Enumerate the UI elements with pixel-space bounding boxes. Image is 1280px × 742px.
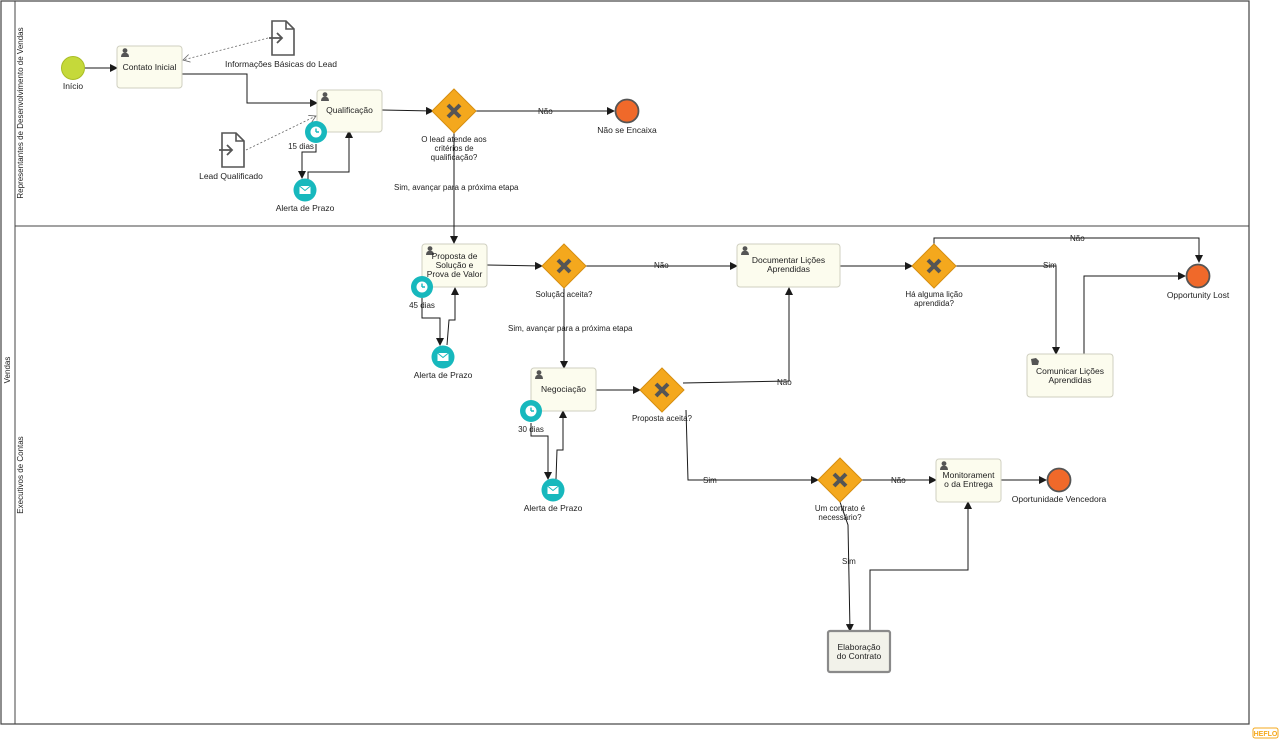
- task-label-line-1: Documentar Lições: [752, 255, 825, 265]
- message-label: Alerta de Prazo: [524, 503, 583, 513]
- gateway-label: Solução aceita?: [536, 290, 593, 299]
- gateway-label-line-1: O lead atende aos: [421, 135, 486, 144]
- end-event-nao-encaixa-label: Não se Encaixa: [597, 125, 657, 135]
- envelope-icon: [547, 485, 559, 494]
- task-label-line-3: Prova de Valor: [427, 269, 483, 279]
- end-event-oportunidade-vencedora[interactable]: [1046, 467, 1072, 493]
- subprocess-elaboracao-contrato[interactable]: Elaboração do Contrato: [826, 629, 892, 674]
- task-label-line-1: Elaboração: [837, 642, 880, 652]
- data-object-lead-qualificado[interactable]: [218, 132, 245, 168]
- document-input-icon: [218, 132, 245, 168]
- task-label-line-1: Proposta de: [432, 251, 478, 261]
- data-object-label: Informações Básicas do Lead: [225, 59, 337, 69]
- message-event-alerta-3[interactable]: [541, 478, 565, 502]
- task-label-line-1: Monitorament: [943, 470, 996, 480]
- flow-label-g2-sim: Sim, avançar para a próxima etapa: [508, 324, 633, 333]
- logo-text: HEFLO: [1254, 731, 1278, 738]
- flow-label-g2-nao: Não: [654, 261, 669, 270]
- gateway-label-line-3: qualificação?: [431, 153, 478, 162]
- task-label-line-1: Comunicar Lições: [1036, 366, 1104, 376]
- task-label-line-2: do Contrato: [837, 651, 882, 661]
- flow-label-g1-nao: Não: [538, 107, 553, 116]
- timer-label: 15 dias: [288, 142, 314, 151]
- flow-label-g1-sim: Sim, avançar para a próxima etapa: [394, 183, 519, 192]
- sequence-flows: [85, 64, 1203, 632]
- gateway-label: Proposta aceita?: [632, 414, 693, 423]
- task-label-line-2: Solução e: [436, 260, 474, 270]
- task-label-line-2: o da Entrega: [944, 479, 993, 489]
- task-comunicar-licoes[interactable]: Comunicar Lições Aprendidas: [1026, 353, 1114, 398]
- task-negociacao[interactable]: Negociação: [530, 367, 597, 412]
- task-monitoramento-entrega[interactable]: Monitorament o da Entrega: [935, 458, 1002, 503]
- task-label: Negociação: [541, 384, 586, 394]
- envelope-icon: [299, 185, 311, 194]
- message-event-alerta-2[interactable]: [431, 345, 455, 369]
- message-label: Alerta de Prazo: [276, 203, 335, 213]
- message-event-alerta-1[interactable]: [293, 178, 317, 202]
- gateway-proposta-aceita[interactable]: [639, 367, 685, 413]
- task-documentar-licoes[interactable]: Documentar Lições Aprendidas: [736, 243, 841, 288]
- end-event-opportunity-lost-label: Opportunity Lost: [1167, 290, 1230, 300]
- flow-label-g4-nao: Não: [777, 378, 792, 387]
- timer-label: 45 dias: [409, 301, 435, 310]
- gateway-label-line-2: necessário?: [818, 513, 862, 522]
- task-label: Qualificação: [326, 105, 373, 115]
- task-label-line-2: Aprendidas: [767, 264, 810, 274]
- gateway-label-line-1: Um contrato é: [815, 504, 866, 513]
- gateway-label-line-1: Há alguma lição: [905, 290, 963, 299]
- gateway-label-line-2: aprendida?: [914, 299, 955, 308]
- task-qualificacao[interactable]: Qualificação: [316, 89, 383, 133]
- task-contato-inicial[interactable]: Contato Inicial: [116, 45, 183, 89]
- task-proposta-solucao[interactable]: Proposta de Solução e Prova de Valor: [421, 243, 488, 288]
- data-object-info-lead[interactable]: [268, 20, 295, 56]
- heflo-logo: HEFLO: [1252, 727, 1279, 739]
- flow-label-g5-sim: Sim: [842, 557, 856, 566]
- timer-event-15-dias[interactable]: [305, 121, 327, 143]
- data-object-label: Lead Qualificado: [199, 171, 263, 181]
- gateway-lead-criterios[interactable]: [431, 88, 477, 134]
- clock-icon: [310, 126, 322, 138]
- task-label: Contato Inicial: [123, 62, 177, 72]
- start-event-label: Início: [63, 81, 84, 91]
- gateway-label-line-2: critérios de: [434, 144, 474, 153]
- lane-label-sdr: Representantes de Desenvolvimento de Ven…: [16, 27, 25, 198]
- flow-label-g5-nao: Não: [891, 476, 906, 485]
- clock-icon: [416, 281, 428, 293]
- association-info-lead: [183, 37, 269, 60]
- end-event-nao-encaixa[interactable]: [614, 98, 640, 124]
- clock-icon: [525, 405, 537, 417]
- association-lead-qualificado: [245, 116, 316, 151]
- timer-event-45-dias[interactable]: [411, 276, 433, 298]
- pool-label: Vendas: [3, 357, 12, 384]
- timer-event-30-dias[interactable]: [520, 400, 542, 422]
- timer-label: 30 dias: [518, 425, 544, 434]
- gateway-solucao-aceita[interactable]: [541, 243, 587, 289]
- end-event-oportunidade-vencedora-label: Oportunidade Vencedora: [1012, 494, 1107, 504]
- envelope-icon: [437, 352, 449, 361]
- pool-border: [0, 0, 1250, 725]
- task-label-line-2: Aprendidas: [1048, 375, 1091, 385]
- message-label: Alerta de Prazo: [414, 370, 473, 380]
- start-event[interactable]: [61, 56, 85, 80]
- document-input-icon: [268, 20, 295, 56]
- end-event-opportunity-lost[interactable]: [1185, 263, 1211, 289]
- flow-label-g3-nao: Não: [1070, 234, 1085, 243]
- gateway-licao-aprendida[interactable]: [911, 243, 957, 289]
- gateway-contrato-necessario[interactable]: [817, 457, 863, 503]
- flow-label-g4-sim: Sim: [703, 476, 717, 485]
- lane-label-ae: Executivos de Contas: [16, 436, 25, 513]
- manual-task-icon: [1031, 358, 1039, 365]
- flow-label-g3-sim: Sim: [1043, 261, 1057, 270]
